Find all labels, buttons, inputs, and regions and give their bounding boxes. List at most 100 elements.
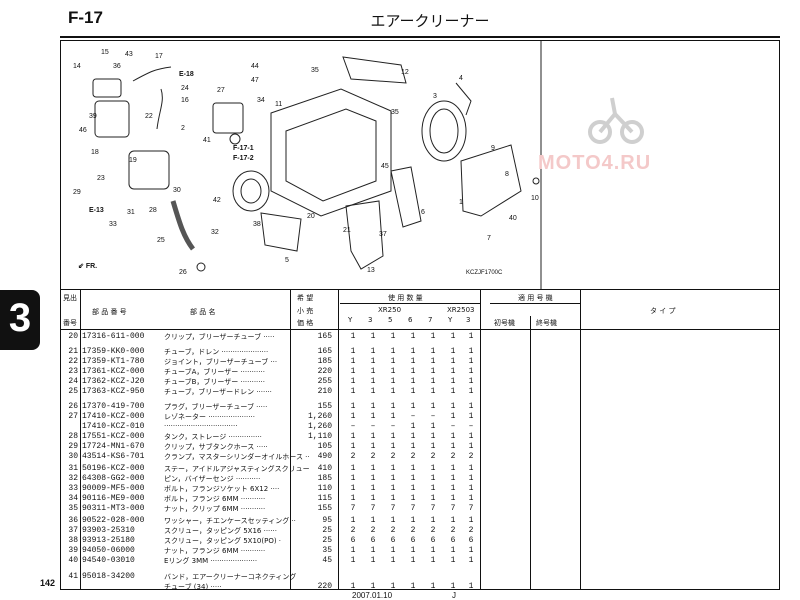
row-part-name: ボルト，フランジ 6MM ···········: [164, 495, 266, 503]
callout-39: 39: [89, 113, 97, 120]
row-quantity: 1: [350, 556, 356, 565]
ref-f17-2: F-17-2: [233, 155, 254, 162]
row-part-name: スクリュー，タッピング 5X10(PO) ·: [164, 537, 282, 545]
row-part-number: 94540-03010: [82, 556, 135, 565]
case-cover-12: [342, 56, 407, 84]
col-price-mid: 小 売: [297, 307, 314, 315]
row-part-number: 17359-KT1-780: [82, 357, 145, 366]
row-price: 210: [317, 387, 332, 396]
row-quantity: 1: [430, 464, 436, 473]
page-code: F-17: [68, 8, 103, 27]
row-quantity: 1: [430, 556, 436, 565]
col-part-no: 部 品 番 号: [92, 308, 127, 316]
callout-30: 30: [173, 187, 181, 194]
parts-diagram: 15 43 17 14 36 24 16 22 39 46 18 2 19 23…: [60, 40, 780, 290]
col-applicable: 適 用 号 機: [518, 294, 553, 302]
col-price-bottom: 価 格: [297, 319, 314, 327]
row-ref-number: 29: [68, 442, 78, 451]
row-ref-number: 32: [68, 474, 78, 483]
row-quantity: 1: [370, 367, 376, 376]
row-quantity: 1: [410, 464, 416, 473]
row-quantity: 1: [468, 442, 474, 451]
row-quantity: 1: [390, 484, 396, 493]
row-quantity: 1: [450, 516, 456, 525]
price-col-line: [290, 290, 291, 590]
row-quantity: 1: [430, 357, 436, 366]
section-tab: [0, 290, 40, 350]
callout-26: 26: [179, 269, 187, 276]
row-part-name: Eリング 3MM ·····················: [164, 557, 258, 565]
row-quantity: 1: [350, 474, 356, 483]
row-quantity: –: [450, 422, 456, 431]
row-quantity: 2: [370, 452, 376, 461]
row-quantity: 1: [370, 357, 376, 366]
row-quantity: 7: [450, 504, 456, 513]
row-quantity: 1: [350, 442, 356, 451]
callout-27: 27: [217, 87, 225, 94]
row-part-number: 95018-34200: [82, 572, 135, 581]
callout-24: 24: [181, 85, 189, 92]
row-quantity: 1: [450, 332, 456, 341]
row-ref-number: 41: [68, 572, 78, 581]
row-part-name: ·································: [164, 422, 238, 430]
row-quantity: –: [390, 422, 396, 431]
row-part-name: チューブB，ブリーザー ···········: [164, 378, 265, 386]
motorcycle-icon: [588, 97, 644, 144]
element-3: [421, 100, 467, 162]
row-price: 410: [317, 464, 332, 473]
callout-9: 9: [491, 145, 495, 152]
callout-2: 2: [181, 125, 185, 132]
row-quantity: 1: [390, 367, 396, 376]
callout-16: 16: [181, 97, 189, 104]
page-number: 142: [40, 578, 56, 588]
row-part-name: クリップ，サブタンクホース ·····: [164, 443, 268, 451]
row-quantity: 1: [450, 347, 456, 356]
row-quantity: 2: [350, 452, 356, 461]
header-separator: [60, 329, 780, 330]
row-part-name: ボルト，フランジソケット 6X12 ····: [164, 485, 280, 493]
row-part-name: チューブ，ドレン ·····················: [164, 348, 269, 356]
row-quantity: 1: [370, 442, 376, 451]
row-quantity: 1: [468, 387, 474, 396]
row-quantity: 1: [390, 556, 396, 565]
row-part-name: レゾネーター ·····················: [164, 413, 255, 421]
table-row: 41 95018-34200 バンド，エアークリーナーコネクティング: [60, 572, 780, 582]
row-quantity: 1: [450, 402, 456, 411]
row-part-name: チューブ (34) ·····: [164, 583, 222, 591]
row-quantity: 1: [430, 432, 436, 441]
row-part-name: クリップ，ブリーザーチューブ ·····: [164, 333, 275, 341]
callout-18: 18: [91, 149, 99, 156]
row-ref-number: 27: [68, 412, 78, 421]
breather-tube-17: [132, 66, 172, 82]
row-quantity: 1: [390, 377, 396, 386]
col-q-1: Y: [348, 316, 353, 324]
row-price: 25: [322, 536, 332, 545]
ref-col-line: [80, 290, 81, 590]
row-quantity: 1: [390, 387, 396, 396]
usage-underline: [340, 303, 480, 304]
row-part-number: 90116-ME9-000: [82, 494, 145, 503]
row-quantity: –: [370, 422, 376, 431]
table-row: 17410-KCZ-010···························…: [60, 422, 780, 432]
row-quantity: 1: [410, 387, 416, 396]
callout-19: 19: [129, 157, 137, 164]
row-quantity: 1: [468, 402, 474, 411]
callout-29: 29: [73, 189, 81, 196]
plug-26: [196, 262, 206, 272]
row-quantity: 1: [468, 347, 474, 356]
row-part-name: バンド，エアークリーナーコネクティング: [164, 573, 297, 581]
row-quantity: 1: [370, 332, 376, 341]
section-number: 3: [8, 296, 32, 340]
row-quantity: 1: [468, 582, 474, 591]
row-quantity: 1: [390, 402, 396, 411]
row-quantity: 1: [410, 582, 416, 591]
row-price: 45: [322, 556, 332, 565]
col-price-top: 希 望: [297, 294, 314, 302]
row-part-number: 17359-KK0-000: [82, 347, 145, 356]
row-quantity: 1: [390, 442, 396, 451]
